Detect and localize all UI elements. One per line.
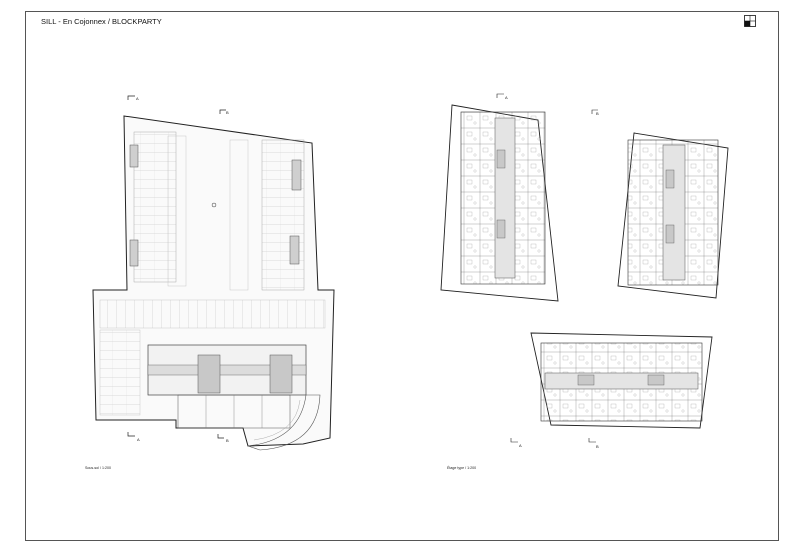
building-plan-2 [617,132,729,299]
section-mark-b-bottom: B [226,438,229,443]
section-mark-b-top: B [226,110,229,115]
section-mark-a-bldg3-bottom: A [519,443,522,448]
section-mark-a-top: A [136,96,139,101]
section-mark-b-bldg3-bottom: B [596,444,599,449]
sheet-title: SILL - En Cojonnex / BLOCKPARTY [41,17,162,26]
caption-basement: Sous-sol / 1:200 [85,466,111,470]
section-mark-b-bldg1-top: B [596,111,599,116]
logo-icon [744,15,756,27]
building-plan-1: A B [440,93,599,302]
section-mark-a-bottom: A [137,437,140,442]
building-plan-3: A B [510,332,713,449]
basement-plan: A B A B [92,95,335,451]
section-mark-a-bldg1-top: A [505,95,508,100]
caption-typical-floor: Étage type / 1:200 [447,466,477,470]
